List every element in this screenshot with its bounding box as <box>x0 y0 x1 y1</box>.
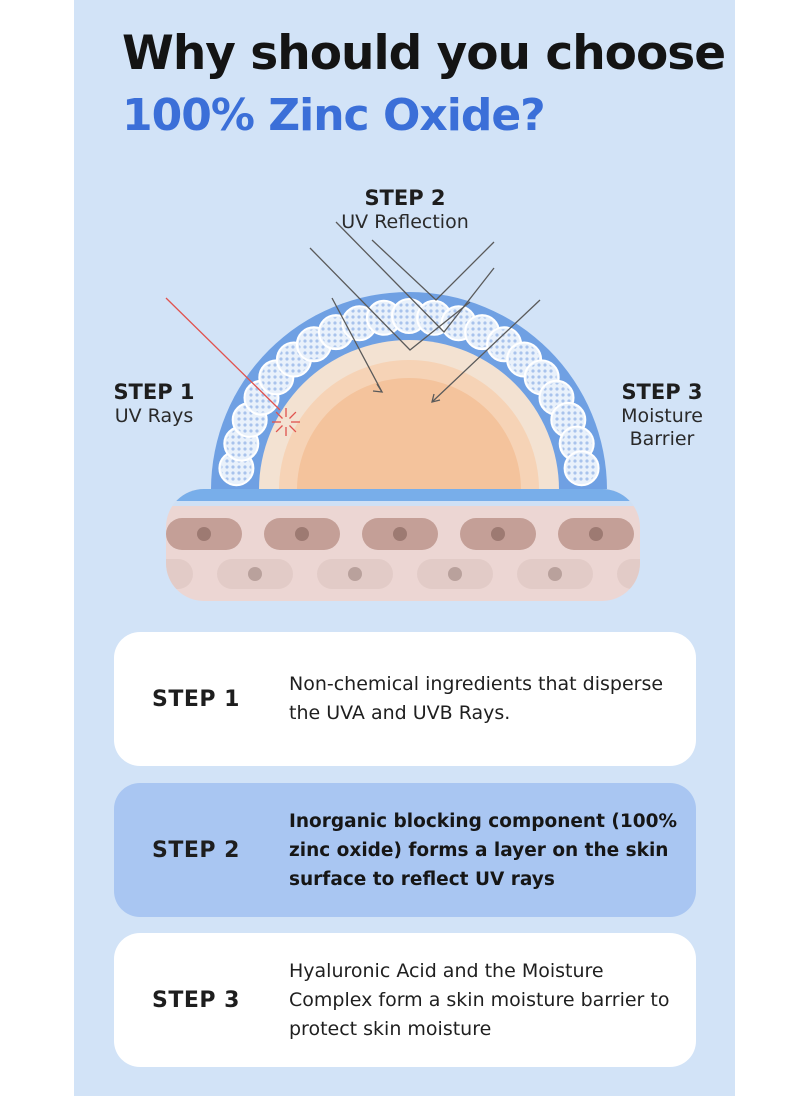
surface-layer <box>166 489 640 501</box>
step-card-3: STEP 3 Hyaluronic Acid and the Moisture … <box>114 933 696 1067</box>
skin-inner-layer <box>297 378 521 489</box>
diagram-step-3-label: STEP 3 Moisture Barrier <box>604 380 720 451</box>
infographic-panel: Why should you choose 100% Zinc Oxide? <box>74 0 735 1096</box>
diagram-step-2-title: STEP 2 <box>364 186 446 210</box>
step-card-2-title: STEP 2 <box>152 837 240 863</box>
step-card-2-text: Inorganic blocking component (100% zinc … <box>289 810 677 890</box>
uv-reflection-rays <box>309 221 541 403</box>
step-card-3-text: Hyaluronic Acid and the Moisture Complex… <box>289 959 670 1040</box>
diagram-step-3-desc-2: Barrier <box>629 427 695 450</box>
zinc-oxide-diagram <box>165 221 732 601</box>
diagram-step-1-title: STEP 1 <box>113 380 195 404</box>
cell-row-1 <box>166 518 732 550</box>
skin-cell <box>617 559 640 589</box>
diagram-step-3-title: STEP 3 <box>621 380 703 404</box>
diagram-step-2-label: STEP 2 UV Reflection <box>324 186 486 234</box>
step-card-1-text: Non-chemical ingredients that disperse t… <box>289 673 664 724</box>
diagram-step-2-desc: UV Reflection <box>341 211 469 234</box>
diagram-step-3-desc-1: Moisture <box>621 405 703 428</box>
step-card-2: STEP 2 Inorganic blocking component (100… <box>114 783 696 917</box>
skin-cross-section <box>166 489 732 601</box>
step-card-3-title: STEP 3 <box>152 987 240 1013</box>
step-card-1-title: STEP 1 <box>152 686 240 712</box>
headline-line-1: Why should you choose <box>122 26 726 81</box>
uv-dispersion-burst <box>272 408 300 436</box>
diagram-step-1-desc: UV Rays <box>114 405 194 428</box>
headline-line-2: 100% Zinc Oxide? <box>122 90 546 141</box>
skin-cell <box>166 559 193 589</box>
step-card-1: STEP 1 Non-chemical ingredients that dis… <box>114 632 696 766</box>
uv-ray <box>165 297 300 436</box>
skin-cell <box>656 518 732 550</box>
zinc-particles <box>218 298 600 487</box>
diagram-step-1-label: STEP 1 UV Rays <box>96 380 212 428</box>
